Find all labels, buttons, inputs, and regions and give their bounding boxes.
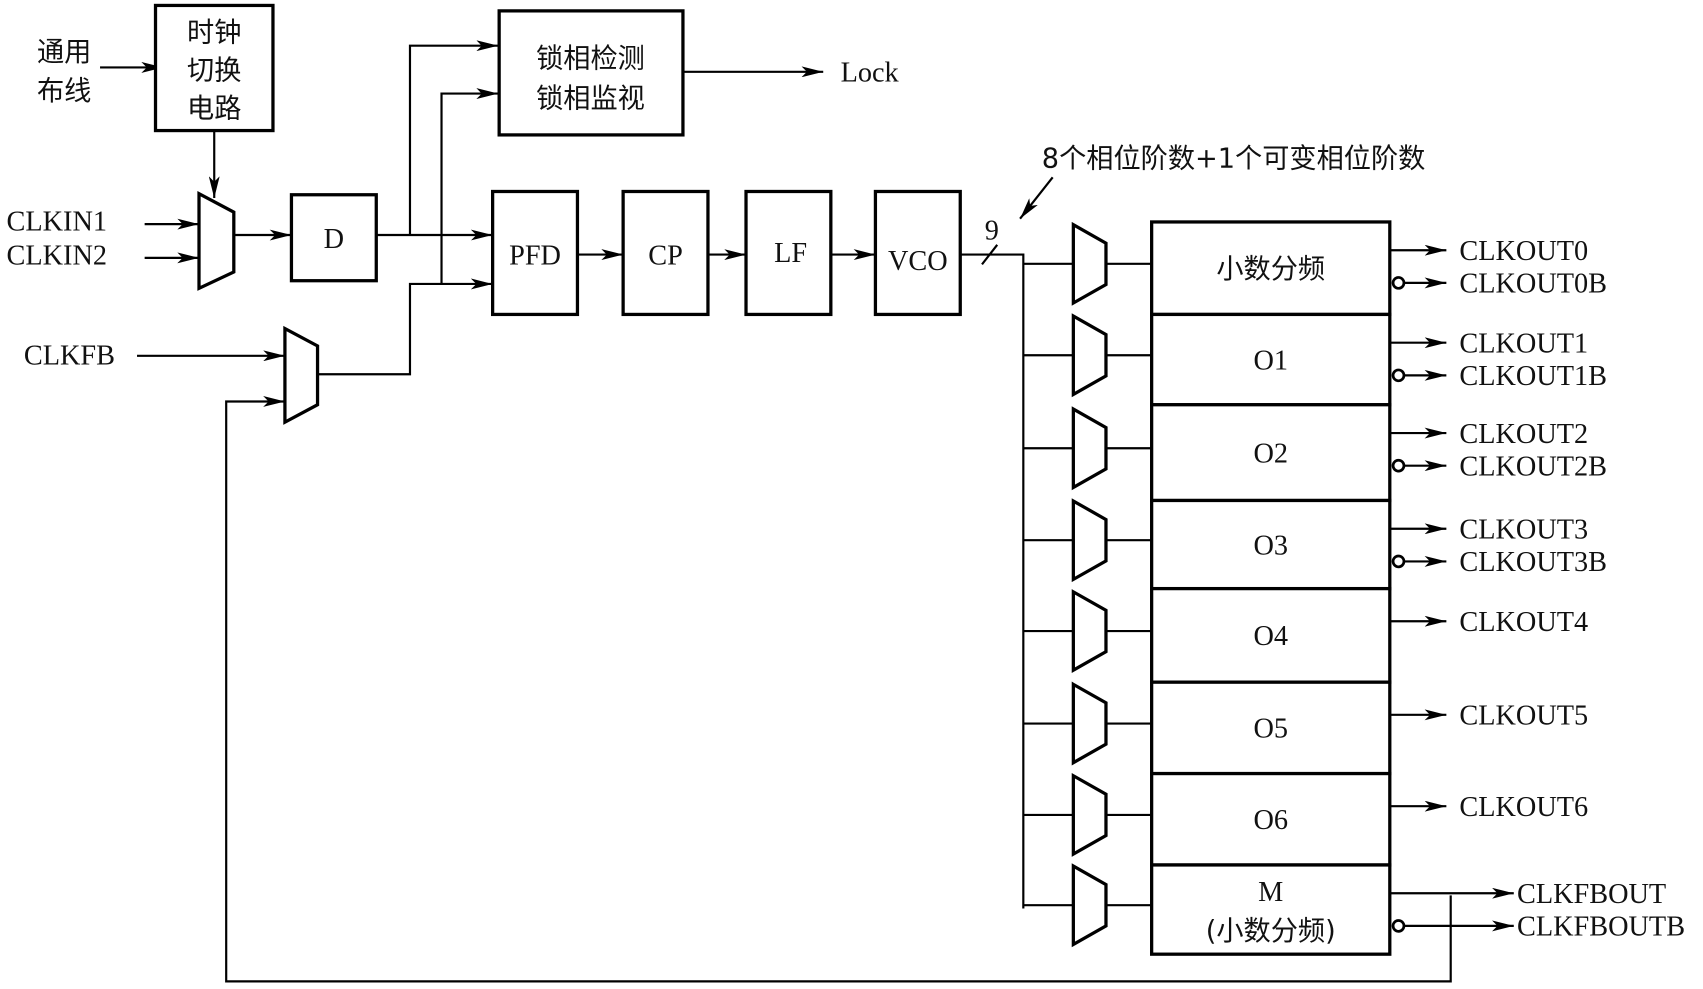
divider-block <box>1150 220 1392 317</box>
divider-label: O5 <box>1253 714 1288 745</box>
clkin2-label: CLKIN2 <box>7 240 107 271</box>
divider-label: O1 <box>1253 345 1288 376</box>
output-dividers: 小数分频CLKOUT0CLKOUT0BO1CLKOUT1CLKOUT1BO2CL… <box>1023 220 1685 956</box>
divider-block <box>1150 771 1392 867</box>
fb-to-lock-wire <box>440 88 499 284</box>
divider-label: M <box>1258 877 1283 908</box>
output-label: CLKOUT2 <box>1459 419 1588 450</box>
divider-block <box>1150 403 1392 503</box>
clock-switch-block <box>153 3 275 133</box>
general-routing-label-2: 布线 <box>37 76 91 107</box>
divider-label: O6 <box>1253 805 1288 836</box>
divider-d-label: D <box>324 224 344 255</box>
output-inverted-label: CLKOUT2B <box>1459 451 1607 482</box>
vco-block <box>873 189 962 317</box>
output-inverted-label: CLKOUT1B <box>1459 361 1607 392</box>
output-label: CLKOUT1 <box>1459 329 1588 360</box>
phase-mux <box>1071 498 1108 583</box>
phase-mux <box>1071 772 1108 857</box>
phase-mux <box>1071 863 1108 948</box>
clock-switch-label-2: 切换 <box>187 55 241 86</box>
feedback-loop-wire <box>225 396 1452 983</box>
general-routing-label-1: 通用 <box>37 37 91 68</box>
divider-block <box>1150 586 1392 684</box>
phase-mux <box>1071 406 1108 491</box>
inverter-bubble <box>1391 276 1406 290</box>
inverter-bubble <box>1391 554 1406 569</box>
output-label: CLKOUT6 <box>1459 792 1588 823</box>
divider-block <box>1150 680 1392 776</box>
lock-detect-label-2: 锁相监视 <box>536 84 645 115</box>
divider-block <box>1150 312 1392 407</box>
phase-mux <box>1071 681 1108 766</box>
clkin-mux <box>197 190 236 291</box>
inverter-bubble <box>1391 368 1406 383</box>
output-inverted-label: CLKFBOUTB <box>1517 912 1685 943</box>
cp-label: CP <box>648 240 683 271</box>
d-to-lock-wire <box>408 40 499 236</box>
phase-annotation-arrow <box>1019 176 1054 220</box>
output-inverted-label: CLKOUT0B <box>1459 269 1607 300</box>
output-label: CLKFBOUT <box>1517 879 1666 910</box>
inverter-bubble <box>1391 458 1406 473</box>
fb-to-pfd-wire <box>317 278 493 376</box>
output-label: CLKOUT0 <box>1459 236 1588 267</box>
lock-detect-label-1: 锁相检测 <box>536 43 645 74</box>
divider-block <box>1150 863 1392 956</box>
lf-label: LF <box>774 238 807 269</box>
divider-block <box>1150 498 1392 591</box>
inverter-bubble <box>1391 919 1406 933</box>
phase-annotation: 8个相位阶数+1个可变相位阶数 <box>1042 144 1426 175</box>
vco-bus-wire <box>960 253 1025 909</box>
output-label: CLKOUT4 <box>1459 607 1588 638</box>
divider-label: O4 <box>1253 621 1288 652</box>
divider-label: O2 <box>1253 438 1288 469</box>
cp-block <box>621 189 710 317</box>
lock-output-label: Lock <box>841 58 900 89</box>
phase-mux <box>1071 313 1108 398</box>
phase-mux <box>1071 221 1108 306</box>
lf-block <box>744 189 833 317</box>
bus-width-label: 9 <box>985 215 999 246</box>
output-label: CLKOUT5 <box>1459 701 1588 732</box>
clkfb-label: CLKFB <box>24 340 115 371</box>
pfd-block <box>490 189 580 317</box>
phase-mux <box>1071 589 1108 674</box>
clock-switch-label-1: 时钟 <box>187 17 241 48</box>
divider-label: 小数分频 <box>1216 254 1325 285</box>
clkfb-mux <box>283 325 320 425</box>
divider-d-block <box>289 193 378 283</box>
divider-label: O3 <box>1253 530 1288 561</box>
vco-label: VCO <box>888 246 948 277</box>
clkin1-label: CLKIN1 <box>7 207 107 238</box>
output-label: CLKOUT3 <box>1459 515 1588 546</box>
bus-slash <box>981 244 999 266</box>
output-inverted-label: CLKOUT3B <box>1459 547 1607 578</box>
divider-label-sub: (小数分频) <box>1206 916 1336 947</box>
clock-switch-label-3: 电路 <box>187 93 241 124</box>
pfd-label: PFD <box>509 240 561 271</box>
